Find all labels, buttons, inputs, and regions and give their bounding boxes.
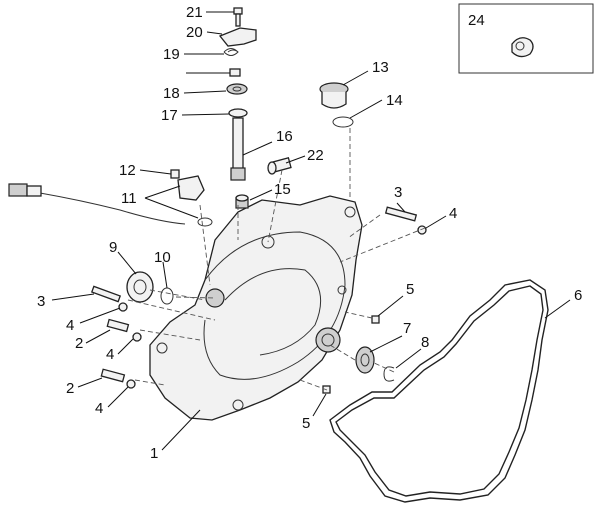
cap-part-23 xyxy=(229,68,241,77)
washer-part-4-c xyxy=(126,379,136,389)
screw-part-12 xyxy=(170,169,180,179)
dowel-part-22 xyxy=(267,157,292,175)
o-ring-part-14 xyxy=(332,116,354,128)
screw-part-2-b xyxy=(100,368,126,383)
callout-3-right: 3 xyxy=(394,184,402,201)
washer-part-17 xyxy=(228,108,248,118)
callout-11: 11 xyxy=(121,190,137,207)
circlip-part-8 xyxy=(383,366,395,382)
circlip-part-10 xyxy=(160,287,174,305)
callout-2-b: 2 xyxy=(66,380,74,397)
spring-part-19 xyxy=(223,48,239,56)
callout-3-left: 3 xyxy=(37,293,45,310)
bolt-part-21 xyxy=(233,7,243,27)
sensor-cable xyxy=(39,192,186,225)
connector-plug xyxy=(8,183,42,197)
callout-12: 12 xyxy=(119,162,136,179)
washer-part-4-b xyxy=(132,332,142,342)
washer-part-4-d xyxy=(417,225,427,235)
callout-5-a: 5 xyxy=(406,281,414,298)
callout-1: 1 xyxy=(150,445,158,462)
bolt-part-3-left xyxy=(90,285,122,303)
bolt-part-3-right xyxy=(384,206,418,222)
shaft-part-16 xyxy=(230,117,246,181)
callout-20: 20 xyxy=(186,24,203,41)
callout-7: 7 xyxy=(403,320,411,337)
clip-part-24 xyxy=(511,37,534,58)
screw-part-2-a xyxy=(106,318,130,333)
callout-16: 16 xyxy=(276,128,293,145)
leader-lines xyxy=(51,11,571,451)
callout-13: 13 xyxy=(372,59,389,76)
callout-6: 6 xyxy=(574,287,582,304)
callout-4-d: 4 xyxy=(449,205,457,222)
callout-22: 22 xyxy=(307,147,324,164)
callout-24: 24 xyxy=(468,12,485,29)
clutch-cover-part-1 xyxy=(149,195,363,421)
callout-4-a: 4 xyxy=(66,317,74,334)
callout-8: 8 xyxy=(421,334,429,351)
nut-part-15 xyxy=(235,194,249,209)
callout-15: 15 xyxy=(274,181,291,198)
callout-4-c: 4 xyxy=(95,400,103,417)
lever-part-20 xyxy=(218,27,257,47)
callout-19: 19 xyxy=(163,46,180,63)
bearing-part-18 xyxy=(226,83,248,95)
callout-10: 10 xyxy=(154,249,171,266)
callout-labels: 21 20 19 18 17 16 22 15 13 14 12 11 9 10… xyxy=(37,4,582,462)
assembly-dashed-lines xyxy=(127,128,426,391)
oil-cap-part-13 xyxy=(319,82,349,109)
gasket-part-6 xyxy=(329,279,549,503)
sensor-part-11 xyxy=(177,175,213,227)
cover-part-9 xyxy=(126,271,154,303)
screw-part-5-a xyxy=(371,315,380,324)
callout-9: 9 xyxy=(109,239,117,256)
callout-21: 21 xyxy=(186,4,203,21)
gasket-inner-edge xyxy=(335,285,544,497)
inset-box-part-24: 24 xyxy=(458,3,594,74)
seal-part-7 xyxy=(355,346,375,374)
callout-4-b: 4 xyxy=(106,346,114,363)
callout-5-b: 5 xyxy=(302,415,310,432)
callout-17: 17 xyxy=(161,107,178,124)
callout-18: 18 xyxy=(163,85,180,102)
washer-part-4-a xyxy=(118,302,128,312)
callout-14: 14 xyxy=(386,92,403,109)
callout-2-a: 2 xyxy=(75,335,83,352)
